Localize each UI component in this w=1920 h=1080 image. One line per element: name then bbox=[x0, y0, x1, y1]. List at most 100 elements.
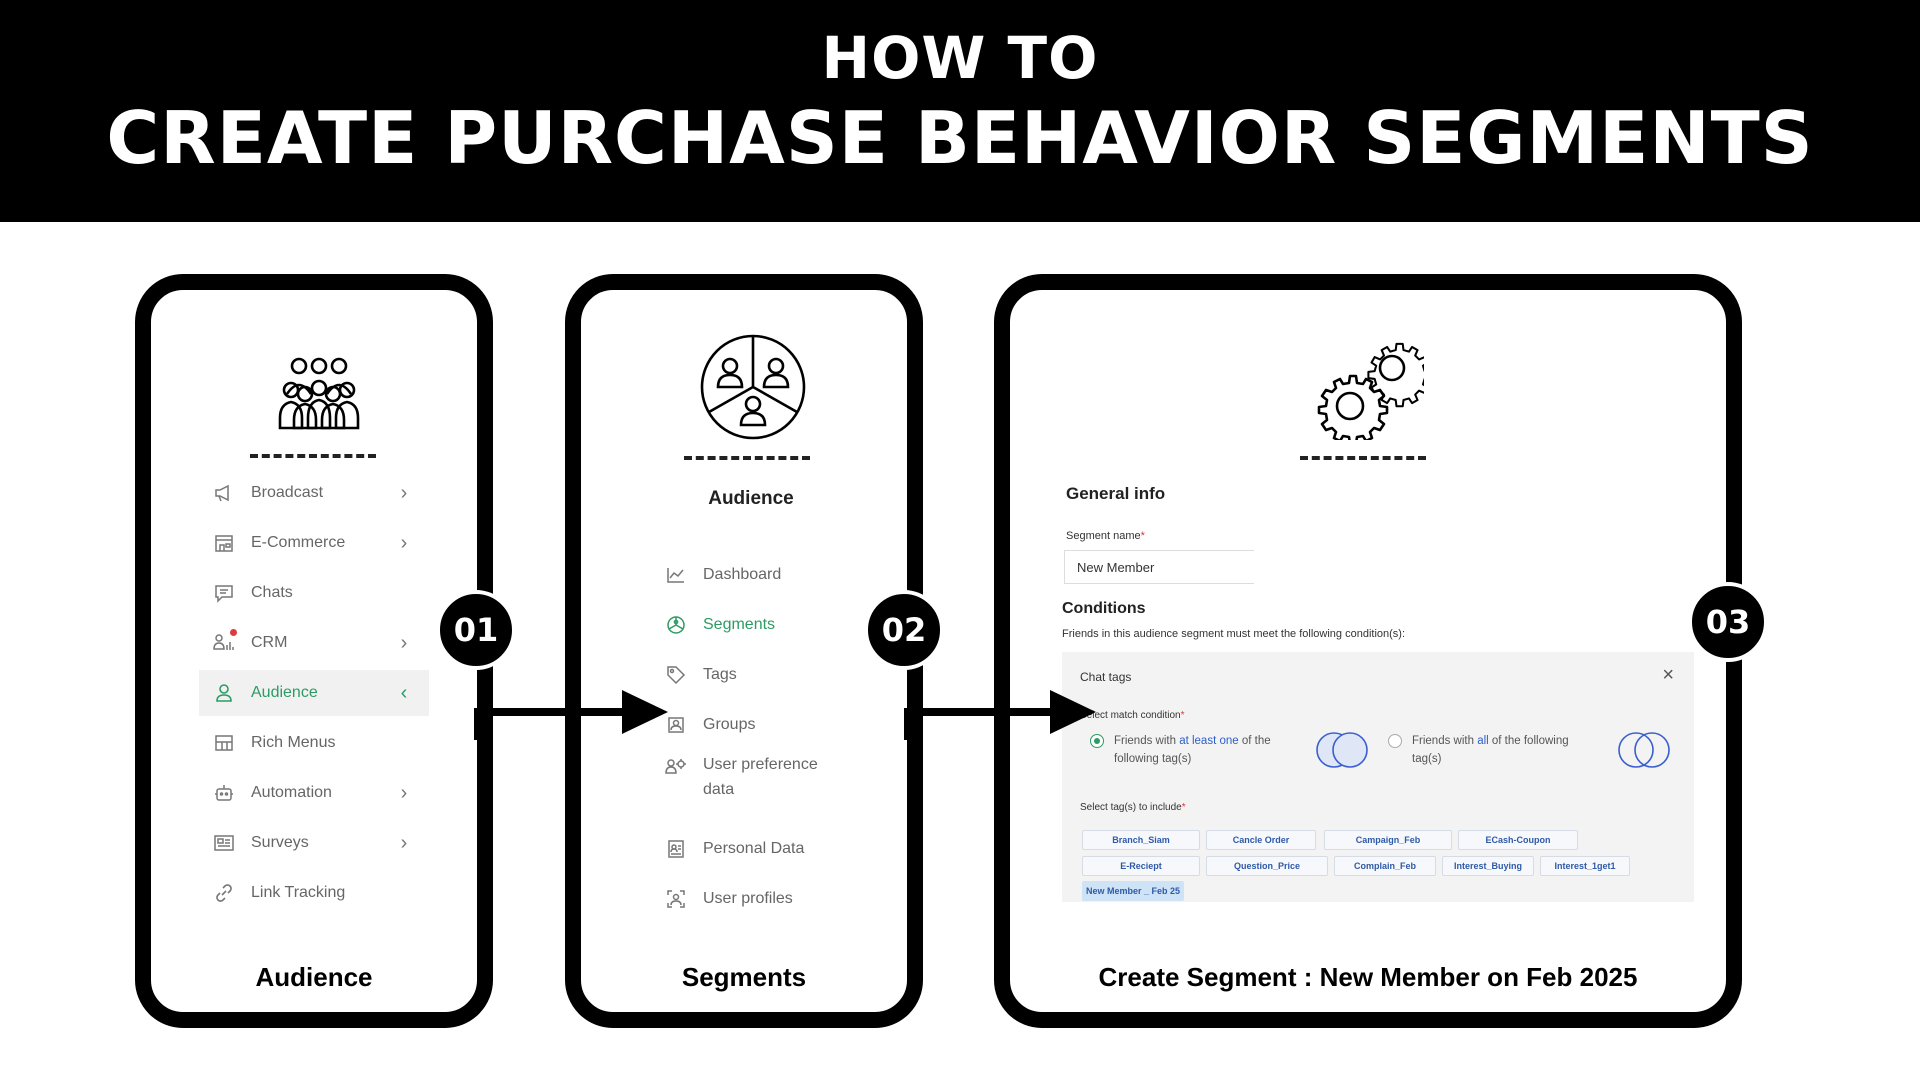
sidebar-item-automation[interactable]: Automation › bbox=[199, 770, 429, 816]
sidebar-item-label: Audience bbox=[251, 684, 318, 701]
sidebar-item-chats[interactable]: Chats bbox=[199, 570, 429, 616]
sidebar-item-surveys[interactable]: Surveys › bbox=[199, 820, 429, 866]
card-caption: Audience bbox=[255, 962, 373, 992]
tag-chip-selected[interactable]: New Member _ Feb 25 bbox=[1082, 881, 1184, 901]
submenu-item-tags[interactable]: Tags bbox=[651, 652, 851, 698]
close-icon[interactable]: × bbox=[1662, 664, 1674, 686]
survey-icon bbox=[213, 832, 235, 854]
submenu-item-segments[interactable]: Segments bbox=[651, 602, 851, 648]
sidebar-item-audience[interactable]: Audience ‹ bbox=[199, 670, 429, 716]
option-at-least-one[interactable]: Friends with at least one of the followi… bbox=[1114, 735, 1271, 765]
user-icon bbox=[213, 682, 235, 704]
sidebar-item-crm[interactable]: CRM › bbox=[199, 620, 429, 666]
select-tags-label: Select tag(s) to include* bbox=[1080, 802, 1186, 813]
sidebar-menu: Broadcast › E-Commerce › Chats CRM › bbox=[199, 470, 429, 930]
tag-icon bbox=[665, 664, 687, 686]
notification-dot bbox=[230, 629, 237, 636]
preference-icon bbox=[665, 756, 687, 778]
sidebar-item-label: Surveys bbox=[251, 834, 309, 851]
title-banner: HOW TO CREATE PURCHASE BEHAVIOR SEGMENTS bbox=[0, 0, 1920, 222]
title-line-1: HOW TO bbox=[821, 24, 1099, 92]
submenu-item-user-profiles[interactable]: User profiles bbox=[651, 876, 851, 922]
tag-chip[interactable]: Campaign_Feb bbox=[1324, 830, 1452, 850]
submenu-item-label: Tags bbox=[703, 666, 737, 683]
radio-all[interactable] bbox=[1388, 734, 1402, 748]
segments-pie-icon bbox=[700, 334, 806, 440]
tag-chip[interactable]: Interest_Buying bbox=[1442, 856, 1534, 876]
gears-icon bbox=[1317, 342, 1424, 440]
sidebar-item-label: Broadcast bbox=[251, 484, 324, 501]
card-audience: Broadcast › E-Commerce › Chats CRM › bbox=[135, 274, 493, 1028]
panel-title: Chat tags bbox=[1080, 670, 1132, 684]
card-create-segment: General info Segment name* New Member Co… bbox=[994, 274, 1742, 1028]
sidebar-item-label: E-Commerce bbox=[251, 534, 346, 551]
crm-icon bbox=[213, 629, 237, 654]
tag-chip[interactable]: Branch_Siam bbox=[1082, 830, 1200, 850]
conditions-description: Friends in this audience segment must me… bbox=[1062, 628, 1406, 640]
divider bbox=[250, 454, 376, 458]
sidebar-item-link-tracking[interactable]: Link Tracking bbox=[199, 870, 429, 916]
tag-chip[interactable]: E-Reciept bbox=[1082, 856, 1200, 876]
general-info-heading: General info bbox=[1066, 484, 1166, 503]
tag-chip[interactable]: Question_Price bbox=[1206, 856, 1328, 876]
sidebar-item-ecommerce[interactable]: E-Commerce › bbox=[199, 520, 429, 566]
personal-data-icon bbox=[665, 838, 687, 860]
venn-intersection-icon bbox=[1618, 732, 1670, 768]
submenu-item-label: Personal Data bbox=[703, 840, 805, 857]
submenu-item-label: User preference data bbox=[703, 756, 818, 798]
submenu-item-groups[interactable]: Groups bbox=[651, 702, 851, 748]
segments-icon bbox=[665, 614, 687, 636]
sidebar-item-label: Chats bbox=[251, 584, 293, 601]
link-icon bbox=[213, 882, 235, 904]
robot-icon bbox=[213, 782, 235, 804]
chevron-right-icon: › bbox=[400, 631, 408, 654]
tag-chip[interactable]: Cancle Order bbox=[1206, 830, 1316, 850]
tag-chip[interactable]: Interest_1get1 bbox=[1540, 856, 1630, 876]
sidebar-item-label: CRM bbox=[251, 634, 288, 651]
card-caption: Segments bbox=[681, 962, 807, 992]
radio-at-least-one[interactable] bbox=[1090, 734, 1104, 748]
segment-name-input[interactable]: New Member bbox=[1064, 550, 1254, 584]
sidebar-item-rich-menus[interactable]: Rich Menus bbox=[199, 720, 429, 766]
segment-name-label: Segment name* bbox=[1066, 530, 1145, 542]
sidebar-item-label: Automation bbox=[251, 784, 332, 801]
submenu-item-label: User profiles bbox=[703, 890, 793, 907]
people-group-icon bbox=[278, 357, 360, 430]
card-segments: Audience Dashboard Segments Tags Groups bbox=[565, 274, 923, 1028]
flow-arrow-2 bbox=[904, 690, 1096, 740]
step-badge-2: 02 bbox=[864, 590, 944, 670]
segment-form: General info Segment name* New Member Co… bbox=[1058, 470, 1698, 970]
conditions-heading: Conditions bbox=[1062, 600, 1146, 617]
chevron-right-icon: › bbox=[400, 781, 408, 804]
chevron-right-icon: › bbox=[400, 531, 408, 554]
step-badge-1: 01 bbox=[436, 590, 516, 670]
chevron-left-icon: ‹ bbox=[400, 681, 408, 704]
submenu-item-label: Segments bbox=[703, 616, 776, 633]
sidebar-item-broadcast[interactable]: Broadcast › bbox=[199, 470, 429, 516]
match-condition-label: Select match condition* bbox=[1080, 710, 1185, 721]
submenu-item-user-preference[interactable]: User preference data bbox=[651, 752, 851, 816]
venn-union-icon bbox=[1316, 732, 1368, 768]
submenu-title: Audience bbox=[708, 488, 794, 509]
sidebar-item-label: Link Tracking bbox=[251, 884, 346, 901]
megaphone-icon bbox=[213, 482, 235, 504]
divider bbox=[1300, 456, 1426, 460]
layout-icon bbox=[213, 732, 235, 754]
chevron-right-icon: › bbox=[400, 481, 408, 504]
step-badge-3: 03 bbox=[1688, 582, 1768, 662]
sidebar-item-label: Rich Menus bbox=[251, 734, 336, 751]
groups-icon bbox=[665, 714, 687, 736]
option-all[interactable]: Friends with all of the following tag(s) bbox=[1412, 735, 1569, 765]
audience-submenu: Audience Dashboard Segments Tags Groups bbox=[651, 476, 851, 936]
submenu-item-dashboard[interactable]: Dashboard bbox=[651, 552, 851, 598]
store-icon bbox=[213, 532, 235, 554]
chat-icon bbox=[213, 582, 235, 604]
tag-chip[interactable]: Complain_Feb bbox=[1334, 856, 1436, 876]
submenu-item-personal-data[interactable]: Personal Data bbox=[651, 826, 851, 872]
card-caption: Create Segment : New Member on Feb 2025 bbox=[1098, 962, 1638, 992]
chart-line-icon bbox=[665, 564, 687, 586]
flow-arrow-1 bbox=[474, 690, 668, 740]
tag-chip[interactable]: ECash-Coupon bbox=[1458, 830, 1578, 850]
divider bbox=[684, 456, 810, 460]
submenu-item-label: Dashboard bbox=[703, 566, 782, 583]
